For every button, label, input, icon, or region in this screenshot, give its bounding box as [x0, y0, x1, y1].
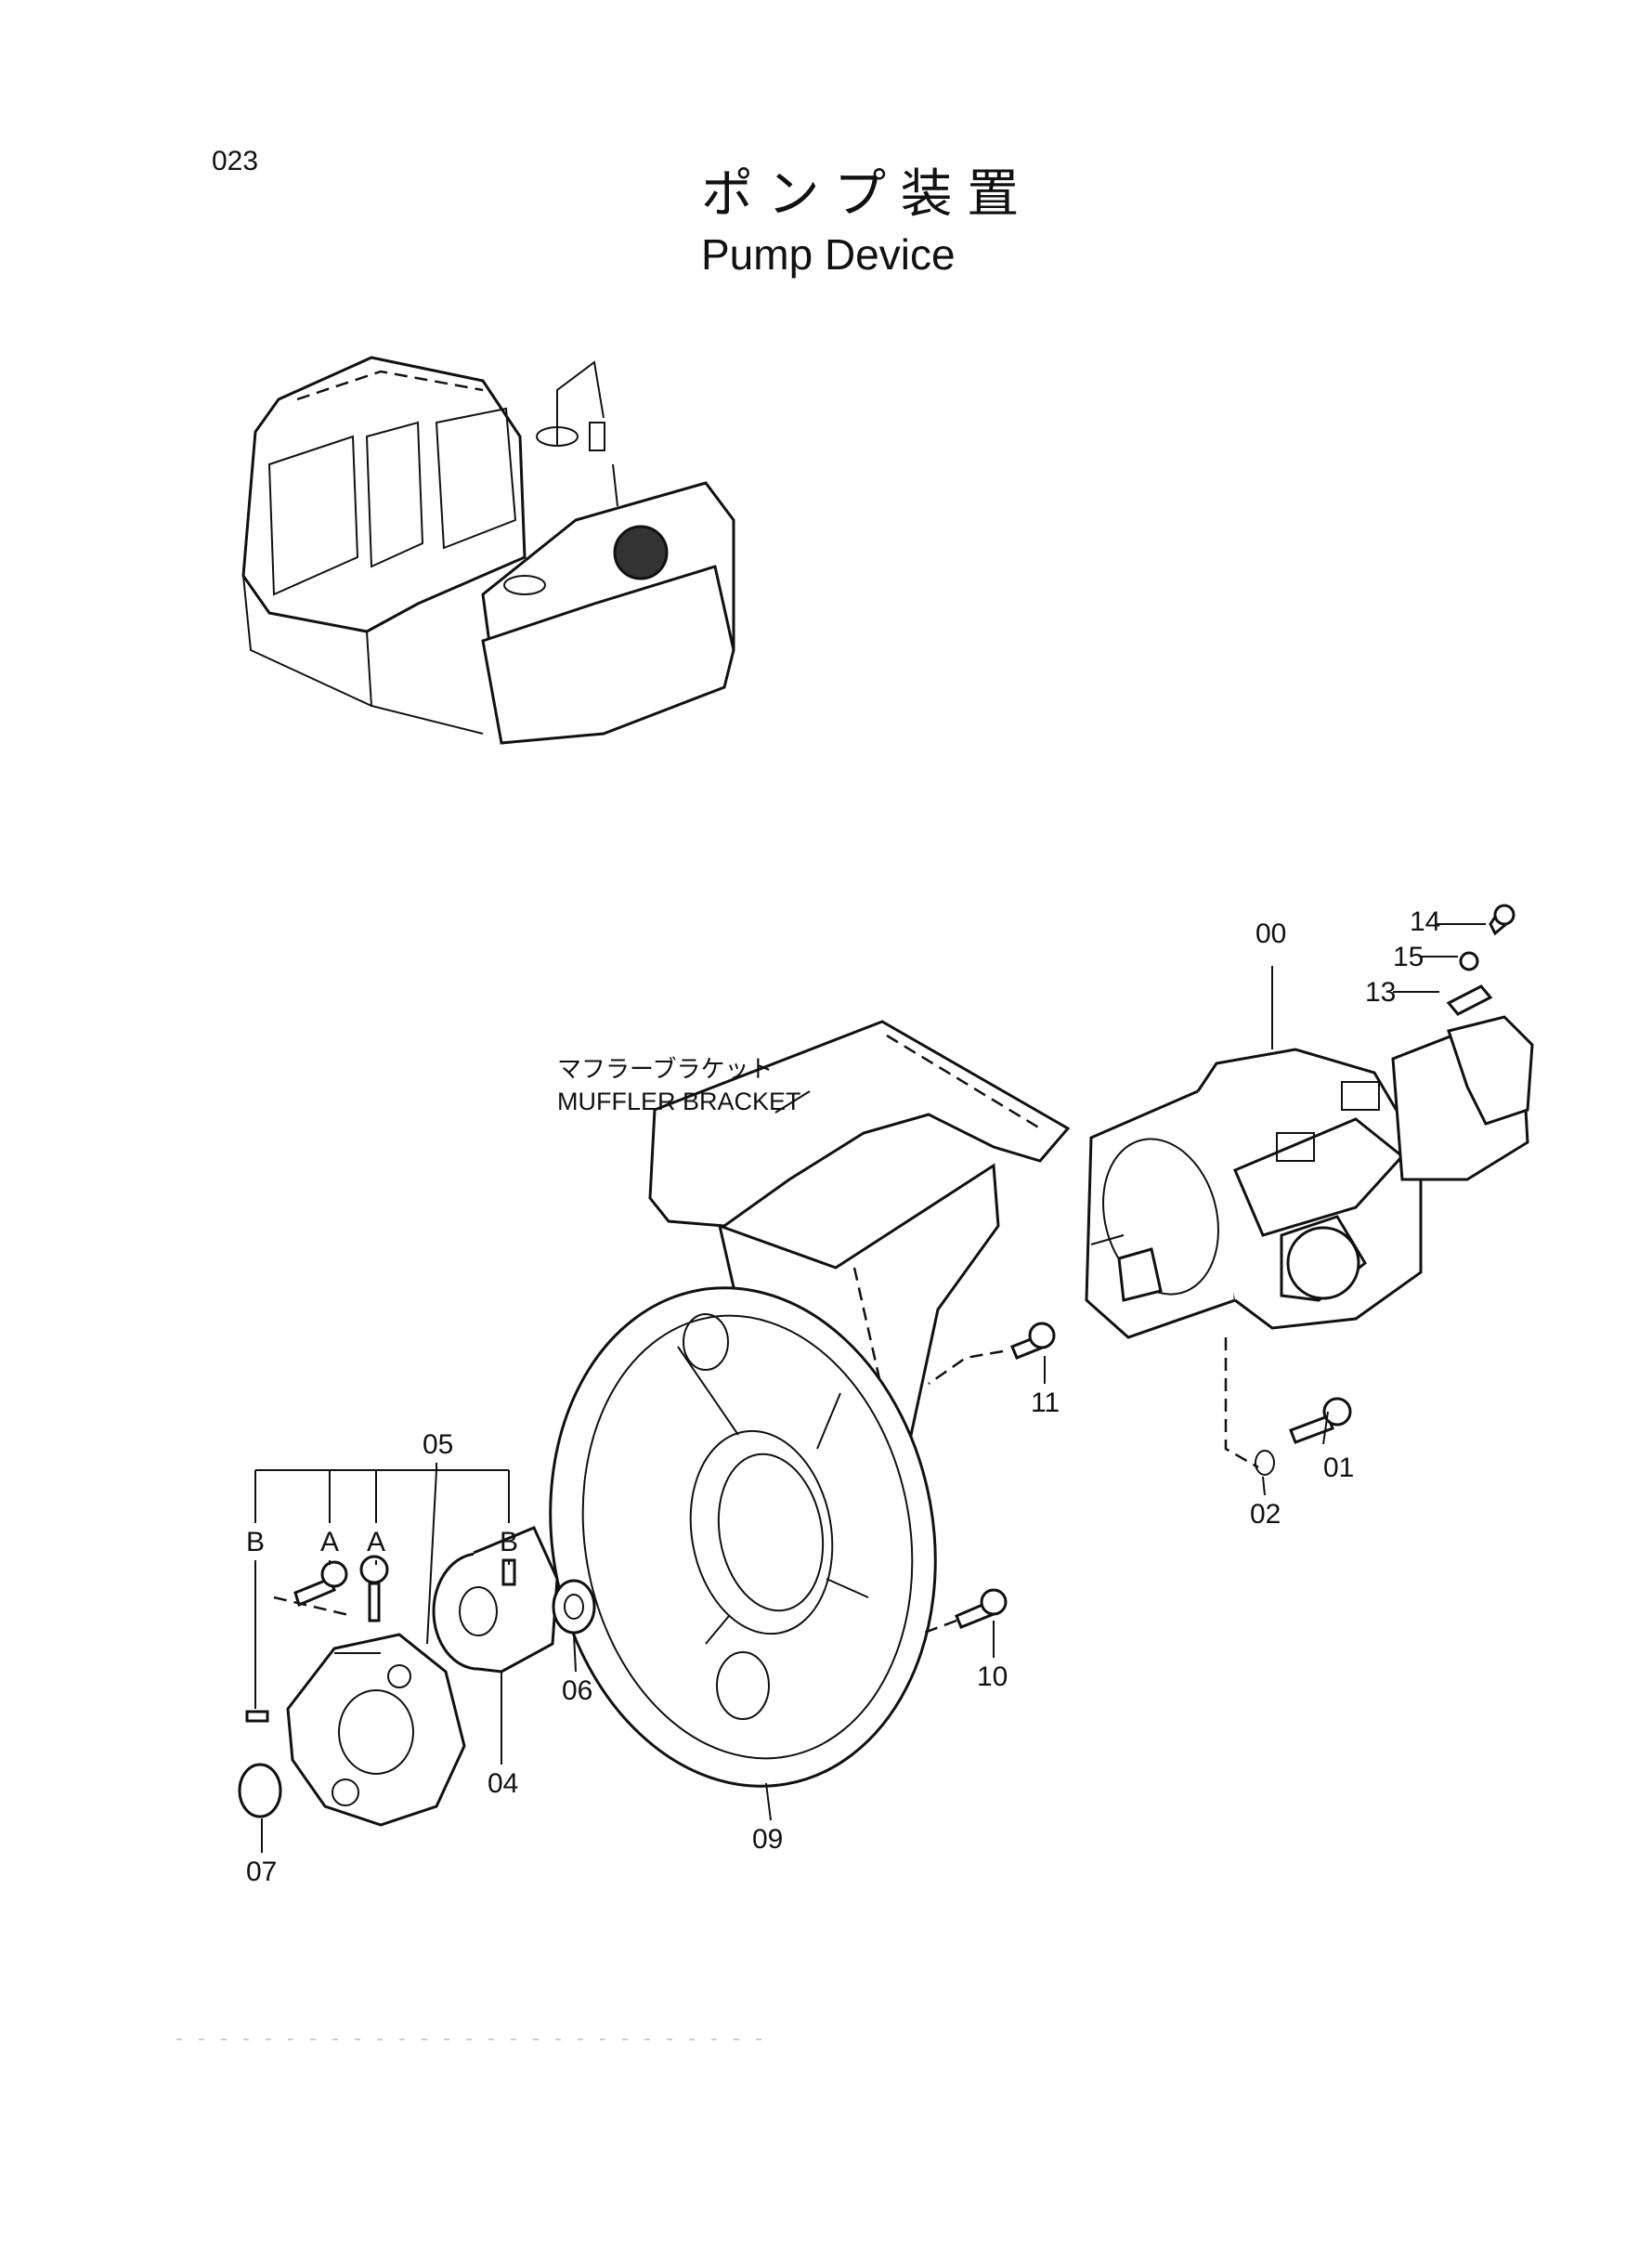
main-pump-assembly: [1085, 1015, 1534, 1339]
callout-labels: マフラーブラケット MUFFLER BRACKET 00 14 15 13 01…: [246, 906, 1440, 1887]
muffler-bracket-jp-label: マフラーブラケット: [557, 1055, 773, 1083]
part-number-00: 00: [1255, 919, 1286, 949]
page-number: 023: [212, 146, 258, 176]
coupling-parts: [238, 904, 1515, 1827]
leader-lines: [254, 923, 1486, 1853]
part-number-15: 15: [1393, 942, 1424, 972]
group-label-a-left: A: [320, 1527, 339, 1557]
part-number-11: 11: [1031, 1388, 1060, 1418]
flywheel-housing-part: [549, 1286, 937, 1788]
part-number-14: 14: [1410, 906, 1440, 937]
excavator-overview-illustration: [241, 356, 735, 745]
muffler-bracket-en-label: MUFFLER BRACKET: [557, 1088, 801, 1115]
title-english: Pump Device: [701, 230, 956, 279]
title-japanese: ポ ン プ 装 置: [701, 164, 1019, 223]
part-number-10: 10: [977, 1661, 1008, 1692]
part-number-05: 05: [423, 1429, 453, 1460]
group-label-b-right: B: [500, 1527, 518, 1557]
part-number-13: 13: [1365, 977, 1396, 1008]
group-label-a-right: A: [367, 1527, 385, 1557]
pump-location-marker: [613, 525, 669, 580]
part-number-09: 09: [752, 1824, 783, 1855]
part-number-06: 06: [562, 1675, 592, 1706]
part-number-01: 01: [1323, 1453, 1354, 1483]
part-number-02: 02: [1250, 1499, 1281, 1530]
group-label-b-left: B: [246, 1527, 265, 1557]
part-number-04: 04: [488, 1768, 518, 1799]
part-number-07: 07: [246, 1857, 277, 1887]
